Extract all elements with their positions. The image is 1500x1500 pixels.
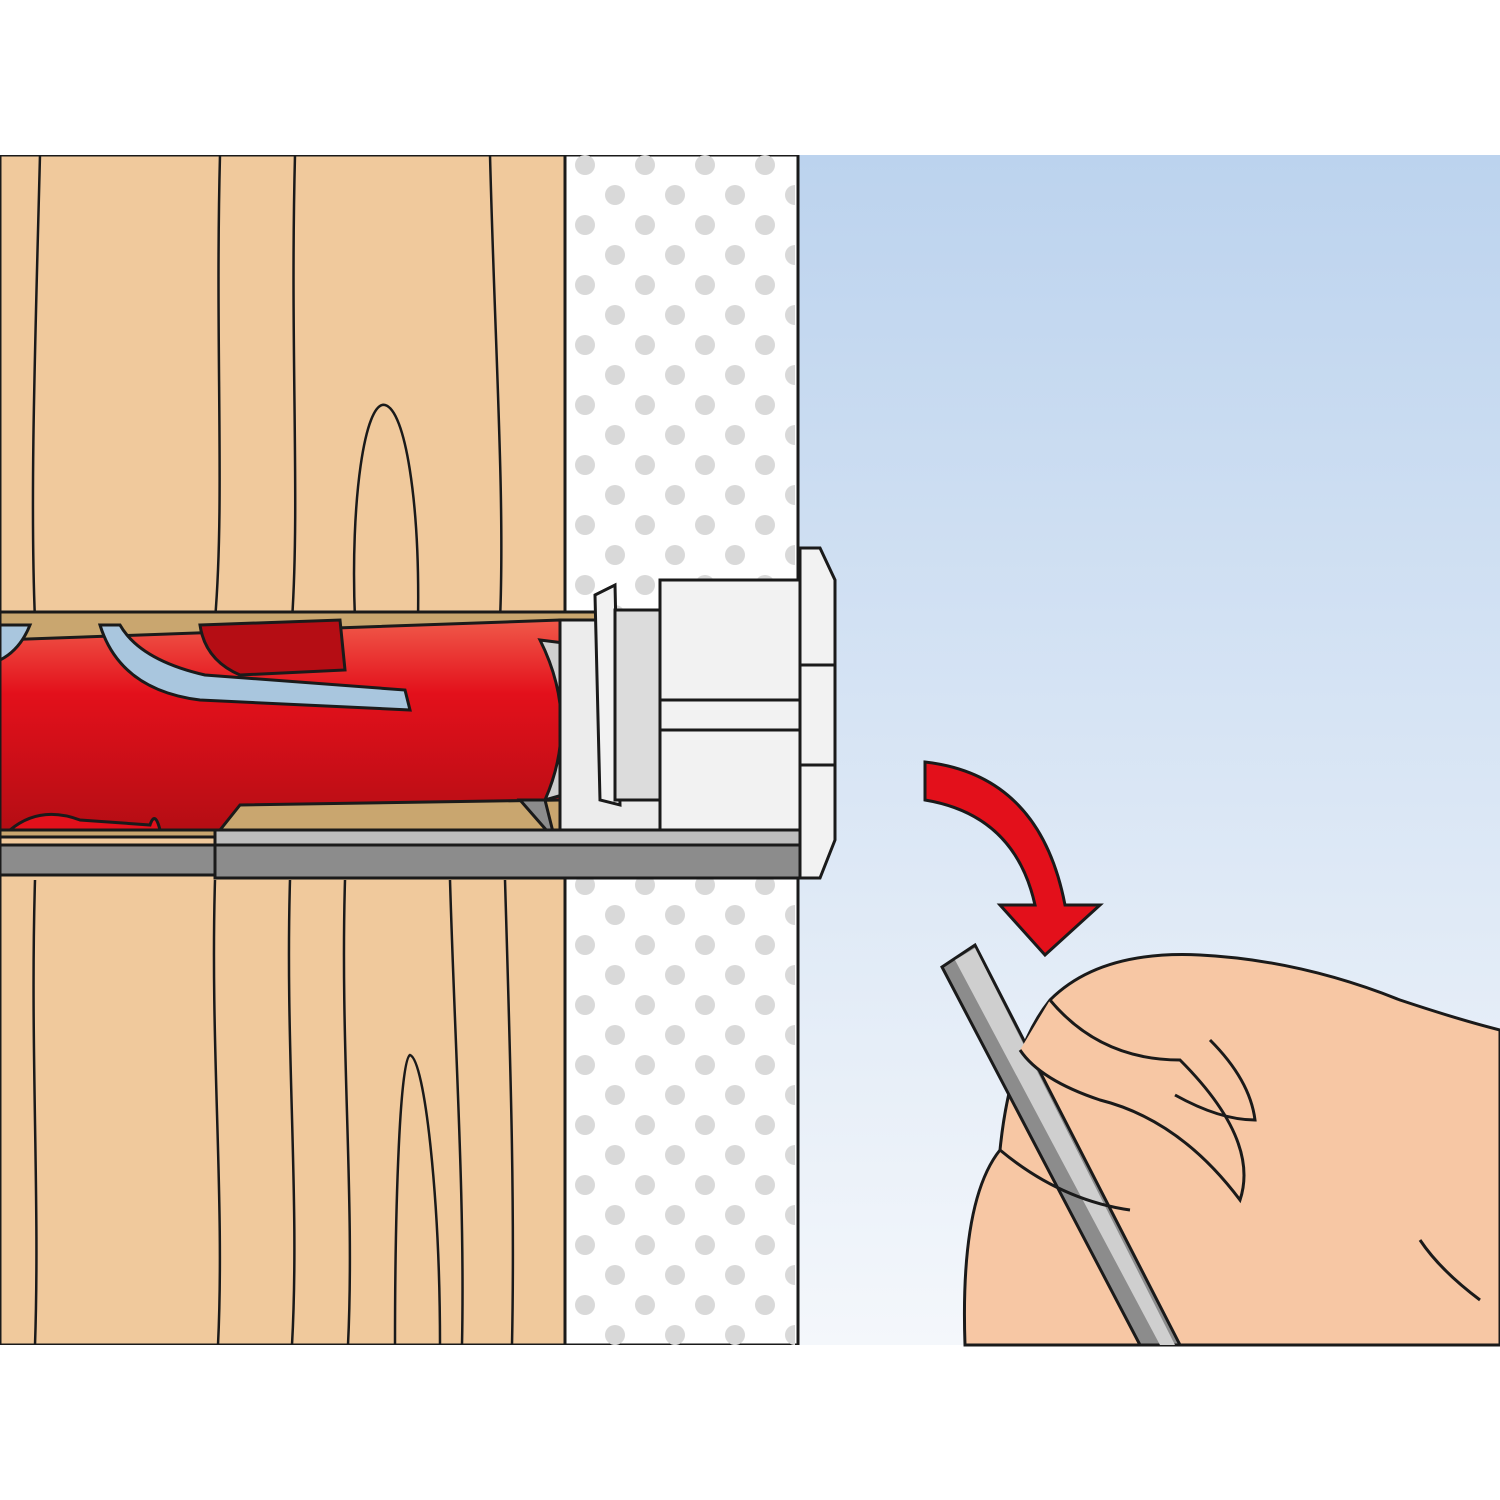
screw-head [558,546,837,880]
metal-sleeve [0,828,802,880]
rotate-arrow-icon [923,760,1104,958]
hand-with-hex-key [940,942,1500,1347]
wood-grain [31,155,515,1345]
